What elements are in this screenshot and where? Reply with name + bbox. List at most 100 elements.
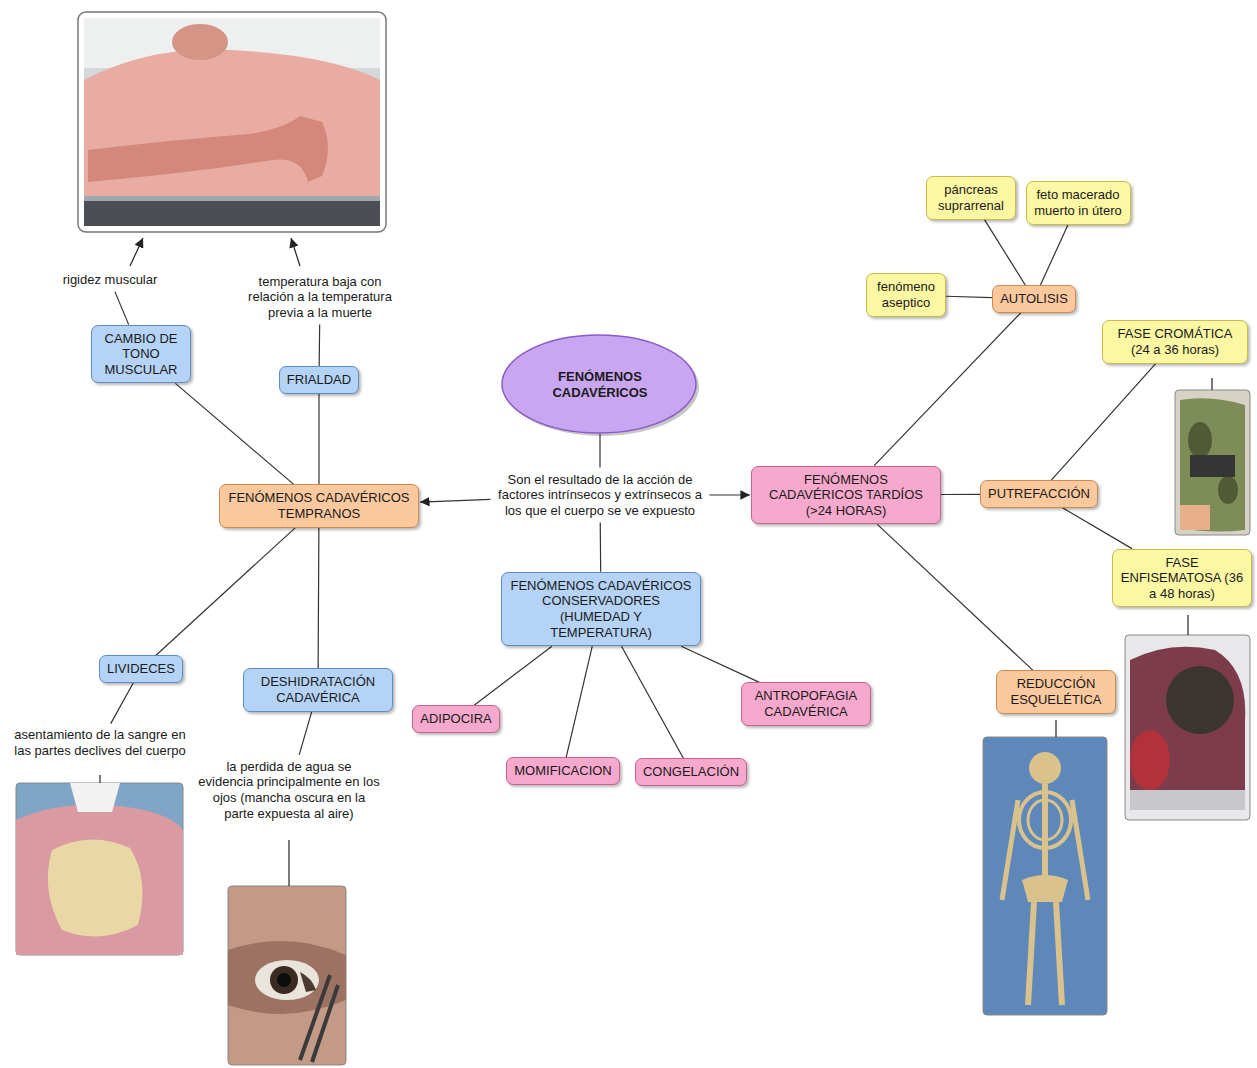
connector: [420, 499, 491, 502]
node-text: DESHIDRATACIÓN CADAVÉRICA: [251, 674, 385, 705]
swollen-head: [1166, 666, 1234, 734]
concept-box: CONGELACIÓN: [635, 758, 747, 786]
connector: [111, 683, 134, 724]
node-text: FRIALDAD: [287, 372, 351, 388]
iris: [270, 966, 298, 994]
photo-frame: [228, 886, 346, 1065]
sheet: [1130, 790, 1245, 810]
node-text: Son el resultado de la acción de factore…: [497, 472, 704, 519]
node-text: temperatura baja con relación a la tempe…: [244, 274, 396, 321]
rigor-photo: [78, 12, 386, 232]
connector: [681, 646, 759, 682]
node-text: CAMBIO DE TONO MUSCULAR: [99, 331, 183, 378]
concept-box: páncreas suprarrenal: [926, 176, 1016, 219]
connector: [156, 528, 295, 656]
connector: [115, 292, 129, 325]
photo-frame: [1125, 635, 1250, 820]
node-text: LIVIDECES: [107, 661, 175, 677]
ellipse-shape: [502, 335, 696, 433]
red-patch: [1130, 730, 1170, 790]
concept-box: CAMBIO DE TONO MUSCULAR: [91, 325, 191, 384]
dark-stain: [300, 972, 316, 992]
glove: [70, 783, 120, 812]
concept-box: FASE ENFISEMATOSA (36 a 48 horas): [1112, 549, 1252, 608]
node-text: FENÓMENOS CADAVÉRICOS CONSERVADORES (HUM…: [509, 578, 693, 640]
node-text: fenómeno aseptico: [874, 279, 938, 310]
connector: [600, 522, 602, 571]
spine: [1042, 784, 1048, 880]
leader-arrow: [130, 238, 143, 266]
leader-line: [1211, 378, 1212, 390]
body-back: [16, 805, 183, 955]
pupil: [277, 973, 291, 987]
connector: [1062, 508, 1131, 549]
ribcage: [1019, 792, 1071, 848]
node-text: FENÓMENOS CADAVÉRICOS: [525, 369, 675, 400]
cloth: [1190, 455, 1235, 477]
leg-bone: [1056, 902, 1062, 1005]
node-text: MOMIFICACION: [514, 763, 612, 779]
leader-arrow: [291, 238, 300, 266]
ribcage: [1028, 800, 1062, 840]
emphysema-photo: [1125, 635, 1250, 820]
concept-box: FENÓMENOS CADAVÉRICOS CONSERVADORES (HUM…: [501, 572, 701, 646]
green-skin: [1180, 398, 1245, 531]
tweezer: [312, 985, 338, 1062]
connector: [622, 646, 684, 758]
node-text: páncreas suprarrenal: [934, 182, 1008, 213]
pale-patch: [48, 839, 143, 936]
node-text: REDUCCIÓN ESQUELÉTICA: [1004, 676, 1108, 707]
skull: [1029, 752, 1061, 784]
arm-bone: [1072, 800, 1088, 900]
concept-box: LIVIDECES: [99, 655, 183, 683]
node-text: ADIPOCIRA: [420, 711, 492, 727]
node-text: asentamiento de la sangre en las partes …: [14, 727, 186, 758]
node-text: AUTOLISIS: [1000, 291, 1068, 307]
connector: [566, 646, 592, 757]
concept-box: FENÓMENOS CADAVÉRICOS TEMPRANOS: [219, 484, 419, 527]
concept-box: REDUCCIÓN ESQUELÉTICA: [996, 670, 1116, 713]
connector: [946, 296, 992, 297]
connector: [941, 494, 980, 495]
connector: [1040, 225, 1068, 286]
concept-box: AUTOLISIS: [992, 285, 1076, 313]
connector: [710, 494, 751, 495]
node-text: la perdida de agua se evidencia principa…: [198, 759, 380, 821]
concept-box: ADIPOCIRA: [412, 705, 500, 733]
linking-phrase: rigidez muscular: [59, 270, 162, 290]
linking-phrase: Son el resultado de la acción de factore…: [493, 470, 708, 521]
photo-frame: [983, 737, 1107, 1015]
dark-patch: [1188, 422, 1212, 458]
leader-line: [99, 775, 100, 783]
connector: [318, 394, 319, 485]
photo-ground: [84, 18, 380, 226]
leader-line: [1187, 615, 1188, 635]
eye-photo: [228, 886, 346, 1065]
concept-box: ANTROPOFAGIA CADAVÉRICA: [741, 682, 871, 725]
connector: [175, 383, 293, 484]
photo-frame: [78, 12, 386, 232]
photo-frame: [16, 783, 183, 955]
skeleton-photo: [983, 737, 1107, 1015]
connector: [474, 646, 552, 705]
concept-box: PUTREFACCIÓN: [980, 480, 1098, 508]
concept-box: MOMIFICACION: [506, 757, 620, 785]
node-text: PUTREFACCIÓN: [988, 486, 1090, 502]
leg-bone: [1028, 902, 1034, 1005]
node-text: CONGELACIÓN: [643, 764, 739, 780]
concept-box: feto macerado muerto in útero: [1026, 181, 1131, 224]
root-ellipse: FENÓMENOS CADAVÉRICOS: [500, 333, 700, 437]
connector: [984, 220, 1025, 286]
node-text: FENÓMENOS CADAVÉRICOS TARDÍOS (>24 HORAS…: [759, 472, 933, 519]
concept-box: FENÓMENOS CADAVÉRICOS TARDÍOS (>24 HORAS…: [751, 466, 941, 525]
node-text: FASE ENFISEMATOSA (36 a 48 horas): [1120, 555, 1244, 602]
leader-line: [288, 840, 289, 886]
linking-phrase: temperatura baja con relación a la tempe…: [240, 272, 400, 323]
dark-patch: [1218, 476, 1238, 504]
table-edge: [84, 196, 380, 201]
eyeball: [255, 960, 319, 1000]
body-arm: [88, 116, 328, 182]
connector: [318, 528, 320, 669]
